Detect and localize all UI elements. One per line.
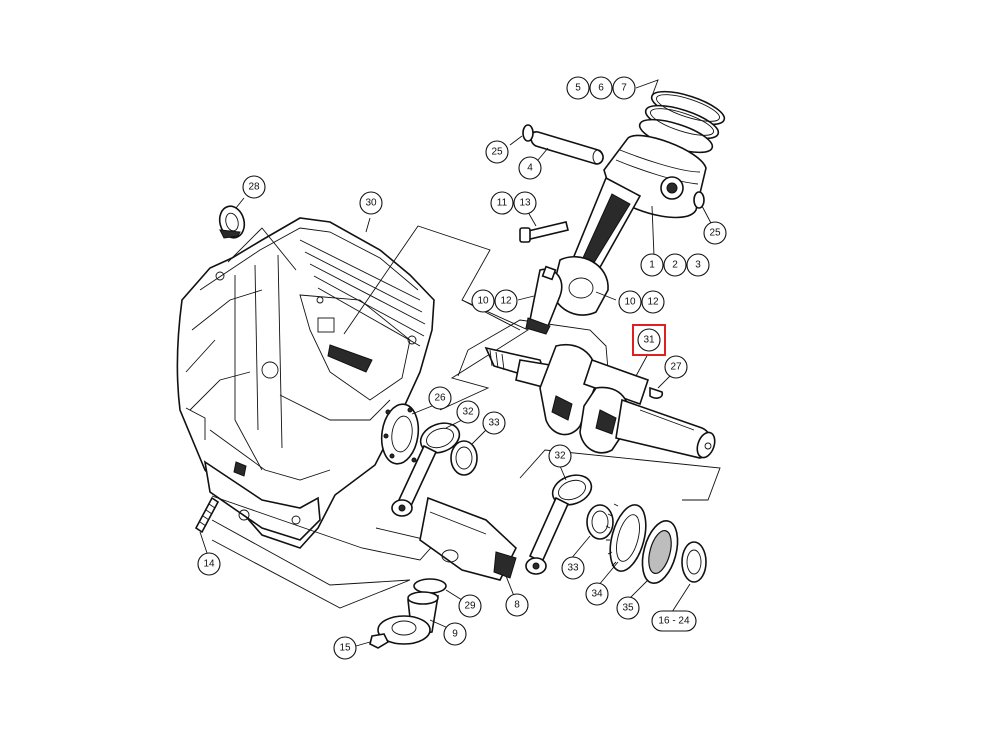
bushing-33-right <box>586 504 614 540</box>
callout-25b: 25 <box>703 221 727 245</box>
svg-text:7: 7 <box>621 83 627 94</box>
svg-text:25: 25 <box>491 147 503 158</box>
balancer-rod-right <box>525 474 593 575</box>
callout-27: 27 <box>664 355 688 379</box>
o-ring-29 <box>413 578 447 594</box>
callout-29: 29 <box>458 594 482 618</box>
svg-text:33: 33 <box>567 563 579 574</box>
leader-lines <box>199 79 713 647</box>
callout-30: 30 <box>359 191 383 215</box>
balancer-rod-left <box>391 422 461 517</box>
rod-bolt-11-13 <box>519 221 569 243</box>
callout-32b: 32 <box>548 444 572 468</box>
woodruff-key-27 <box>649 386 664 399</box>
svg-text:11: 11 <box>497 198 508 209</box>
svg-text:13: 13 <box>519 198 531 209</box>
svg-text:33: 33 <box>488 418 500 429</box>
callout-16-24: 16 - 24 <box>651 610 697 632</box>
callout-6: 6 <box>589 76 613 100</box>
gear-35 <box>641 520 679 584</box>
svg-text:8: 8 <box>514 600 520 611</box>
gear-34 <box>605 503 647 572</box>
callout-35: 35 <box>616 596 640 620</box>
svg-text:27: 27 <box>670 362 682 373</box>
svg-text:4: 4 <box>527 163 533 174</box>
svg-text:26: 26 <box>434 393 446 404</box>
svg-text:3: 3 <box>695 260 701 271</box>
callout-1: 1 <box>640 253 664 277</box>
callout-10a: 10 <box>471 289 495 313</box>
flange-shaft-9 <box>377 591 439 645</box>
nut-15 <box>369 633 390 649</box>
svg-text:9: 9 <box>452 629 458 640</box>
svg-text:30: 30 <box>365 198 377 209</box>
svg-text:14: 14 <box>203 559 215 570</box>
oil-seal-28 <box>218 205 246 239</box>
svg-text:2: 2 <box>672 260 678 271</box>
connecting-rod-upper <box>551 176 642 316</box>
callout-25a: 25 <box>485 140 509 164</box>
bearing-26-plate <box>380 403 420 465</box>
circlip-25-left <box>522 124 534 142</box>
svg-text:31: 31 <box>643 335 655 346</box>
svg-text:32: 32 <box>462 407 474 418</box>
crankshaft-31 <box>484 344 716 459</box>
callout-26: 26 <box>428 386 452 410</box>
circlip-25-right <box>693 191 705 209</box>
svg-text:10: 10 <box>624 297 636 308</box>
piston-pin-4 <box>530 131 604 165</box>
piston-rings <box>638 90 726 154</box>
svg-text:16 - 24: 16 - 24 <box>658 616 690 627</box>
svg-text:15: 15 <box>339 643 351 654</box>
callout-33b: 33 <box>561 556 585 580</box>
highlight-box <box>632 324 666 356</box>
callout-12a: 12 <box>494 289 518 313</box>
callout-28: 28 <box>242 175 266 199</box>
explosion-guide-lines <box>211 225 721 609</box>
bushing-33-left <box>450 440 478 476</box>
callout-7: 7 <box>612 76 636 100</box>
callout-31-highlighted: 31 <box>632 324 666 356</box>
svg-text:32: 32 <box>554 451 566 462</box>
callout-12b: 12 <box>641 290 665 314</box>
callout-3: 3 <box>686 253 710 277</box>
callout-32a: 32 <box>456 400 480 424</box>
shim-16-24 <box>681 541 707 583</box>
svg-text:34: 34 <box>591 589 603 600</box>
svg-text:1: 1 <box>649 260 655 271</box>
callout-15: 15 <box>333 636 357 660</box>
stud-14 <box>194 496 220 534</box>
callout-10b: 10 <box>618 290 642 314</box>
callout-5: 5 <box>566 76 590 100</box>
svg-text:12: 12 <box>500 296 512 307</box>
svg-text:5: 5 <box>575 83 581 94</box>
callout-9: 9 <box>443 622 467 646</box>
svg-text:29: 29 <box>464 601 476 612</box>
callout-2: 2 <box>663 253 687 277</box>
svg-text:6: 6 <box>598 83 604 94</box>
svg-text:35: 35 <box>622 603 634 614</box>
callout-33a: 33 <box>482 411 506 435</box>
callout-34: 34 <box>585 582 609 606</box>
svg-text:10: 10 <box>477 296 489 307</box>
rod-cap-10-12 <box>525 265 563 335</box>
balancer-weight-8 <box>419 496 517 581</box>
svg-text:25: 25 <box>709 228 721 239</box>
crankcase-body <box>176 217 435 549</box>
callout-14: 14 <box>197 552 221 576</box>
callout-4: 4 <box>518 156 542 180</box>
svg-text:12: 12 <box>647 297 659 308</box>
callout-13: 13 <box>513 191 537 215</box>
callout-11: 11 <box>490 191 514 215</box>
callout-8: 8 <box>505 593 529 617</box>
svg-text:28: 28 <box>248 182 260 193</box>
